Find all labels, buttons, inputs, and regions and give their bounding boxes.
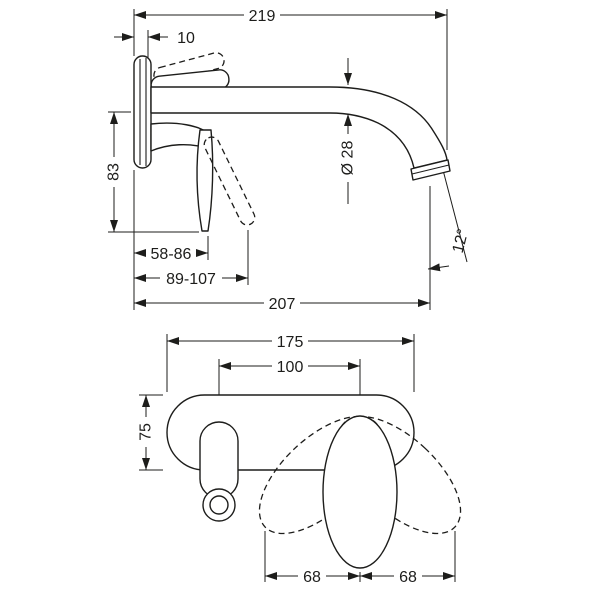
dim-label-bg [272, 333, 308, 350]
handle-lever-swung-dashed [203, 136, 256, 226]
dim-total-length: 219 [134, 7, 447, 25]
witness-lines-side [108, 9, 448, 310]
dim-label-bg [339, 134, 357, 182]
dim-label-bg [244, 7, 280, 24]
dim-wall-offset-label: 10 [177, 30, 195, 47]
dim-label-bg [272, 358, 308, 375]
faucet-front-view: 175 100 75 68 [137, 333, 462, 586]
dim-label-bg [146, 245, 196, 262]
dim-handle-range-min-label: 58-86 [151, 246, 192, 263]
dim-spout-reach: 207 [134, 295, 430, 313]
dim-handle-range-min: 58-86 [134, 245, 208, 263]
dim-center-distance: 100 [219, 358, 360, 376]
dim-handle-range-max-label: 89-107 [166, 271, 216, 288]
dim-plate-width: 175 [167, 333, 414, 351]
dim-label-bg [298, 568, 326, 585]
dim-plate-height: 75 [137, 395, 155, 470]
dim-plate-height-label: 75 [138, 423, 155, 441]
dim-spout-diameter-label: Ø 28 [340, 141, 357, 176]
spout-front [199, 421, 239, 499]
dim-center-distance-label: 100 [277, 359, 304, 376]
dim-swing-right-label: 68 [399, 569, 417, 586]
dim-height-label: 83 [106, 163, 123, 181]
dim-outlet-angle: 12° [427, 169, 472, 272]
dim-label-bg [394, 568, 422, 585]
dim-height: 83 [105, 112, 123, 232]
faucet-side-view: 219 10 83 Ø 28 58-86 [105, 7, 472, 313]
dim-spout-reach-label: 207 [269, 296, 296, 313]
dim-total-length-label: 219 [249, 8, 276, 25]
aerator-detail-line [411, 164, 450, 175]
aerator-front-circle [209, 495, 229, 515]
dim-handle-range-max: 89-107 [134, 270, 248, 288]
faucet-body-side [133, 52, 451, 232]
dim-label-bg [160, 270, 222, 287]
dim-outlet-angle-label: 12° [450, 227, 472, 255]
faucet-body-front [166, 394, 462, 569]
dim-swing-left-label: 68 [303, 569, 321, 586]
wall-plate-side [133, 55, 152, 169]
dim-label-bg [105, 157, 123, 187]
dim-swing-right: 68 [360, 568, 455, 586]
dim-label-bg [264, 295, 300, 312]
dim-wall-offset: 10 [114, 29, 200, 47]
dim-label-bg [172, 29, 200, 45]
handle-front-solid [322, 415, 398, 569]
dim-plate-width-label: 175 [277, 334, 304, 351]
dim-spout-diameter: Ø 28 [339, 58, 357, 204]
dim-label-bg [137, 417, 155, 447]
dim-swing-left: 68 [265, 568, 360, 586]
handle-lever-down-solid [196, 129, 214, 232]
